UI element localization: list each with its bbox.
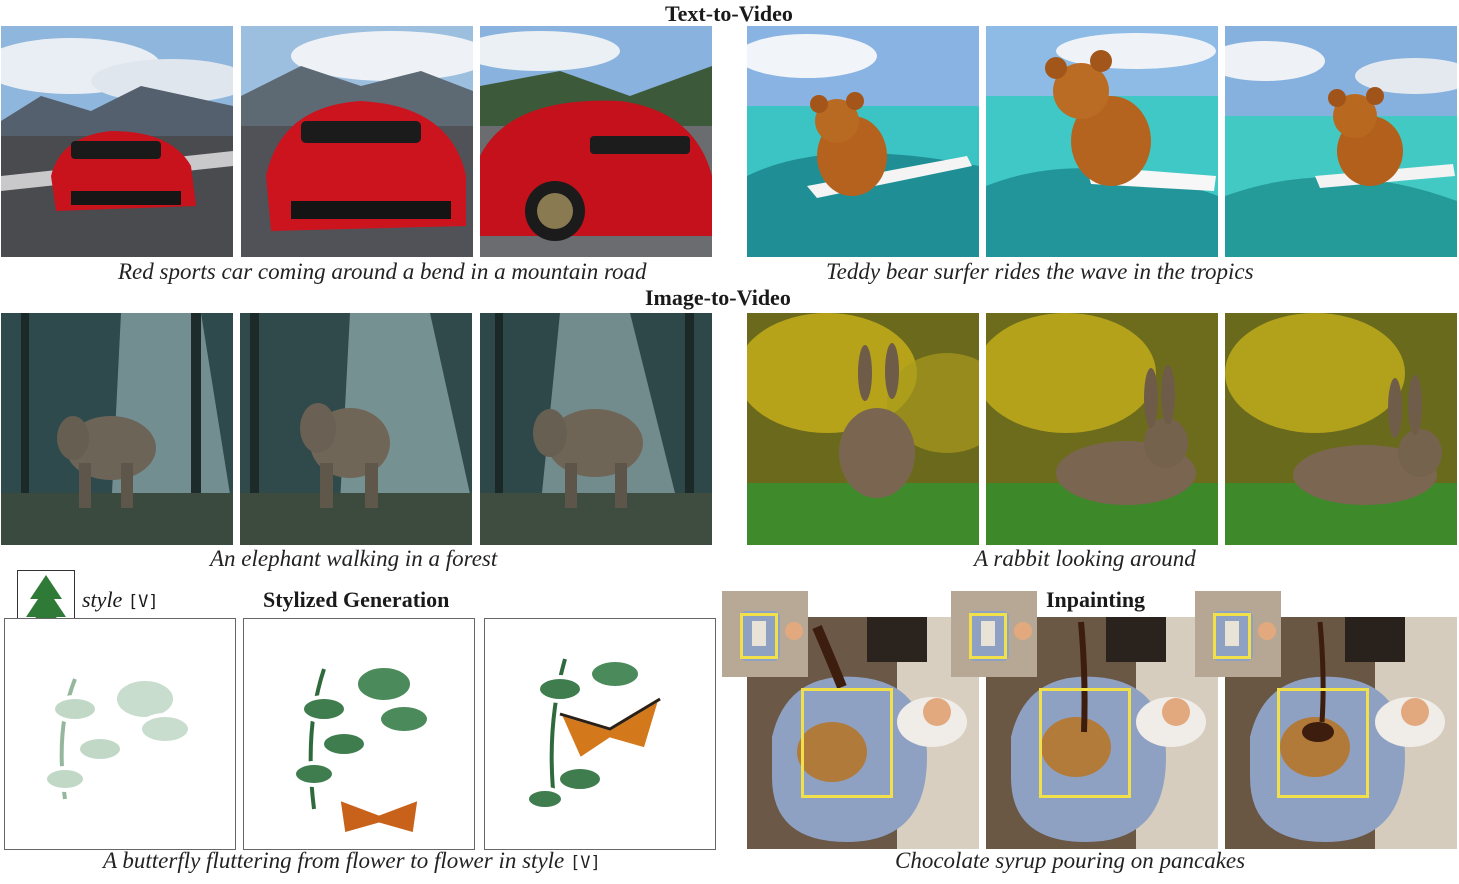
mask-box-ref-3	[1213, 613, 1251, 659]
car-frame-1	[1, 26, 233, 257]
style-label: style [V]	[82, 587, 159, 613]
stylized-frame-1	[4, 618, 236, 850]
mask-box-3	[1277, 688, 1369, 798]
stylized-frame-3	[484, 618, 716, 850]
inpainting-frame-1	[747, 617, 979, 849]
car-frame-2	[241, 26, 473, 257]
mask-box-1	[801, 688, 893, 798]
section-title-inpainting: Inpainting	[1046, 587, 1146, 612]
mask-box-ref-1	[740, 613, 778, 659]
elephant-frame-3	[480, 313, 712, 545]
caption-rabbit: A rabbit looking around	[974, 546, 1196, 571]
elephant-frame-2	[240, 313, 472, 545]
section-title-image-to-video: Image-to-Video	[645, 285, 791, 310]
mask-box-2	[1039, 688, 1131, 798]
style-token: [V]	[127, 592, 159, 612]
elephant-frame-1	[1, 313, 233, 545]
style-word: style	[82, 587, 123, 612]
rabbit-frame-3	[1225, 313, 1457, 545]
caption-butterfly-token: [V]	[570, 853, 601, 873]
teddy-frame-3	[1225, 26, 1457, 257]
inpainting-reference-2	[951, 591, 1037, 677]
section-title-text-to-video: Text-to-Video	[665, 1, 793, 26]
stylized-frame-2	[243, 618, 475, 850]
teddy-frame-2	[986, 26, 1218, 257]
caption-car: Red sports car coming around a bend in a…	[118, 259, 647, 284]
rabbit-frame-2	[986, 313, 1218, 545]
rabbit-frame-1	[747, 313, 979, 545]
car-frame-3	[480, 26, 712, 257]
inpainting-reference-1	[722, 591, 808, 677]
caption-butterfly-text: A butterfly fluttering from flower to fl…	[103, 848, 565, 873]
inpainting-reference-3	[1195, 591, 1281, 677]
teddy-frame-1	[747, 26, 979, 257]
section-title-stylized-generation: Stylized Generation	[263, 587, 450, 612]
caption-elephant: An elephant walking in a forest	[210, 546, 498, 571]
mask-box-ref-2	[969, 613, 1007, 659]
caption-butterfly: A butterfly fluttering from flower to fl…	[103, 848, 601, 874]
inpainting-frame-3	[1225, 617, 1457, 849]
caption-pancakes: Chocolate syrup pouring on pancakes	[895, 848, 1246, 873]
caption-teddy: Teddy bear surfer rides the wave in the …	[826, 259, 1254, 284]
